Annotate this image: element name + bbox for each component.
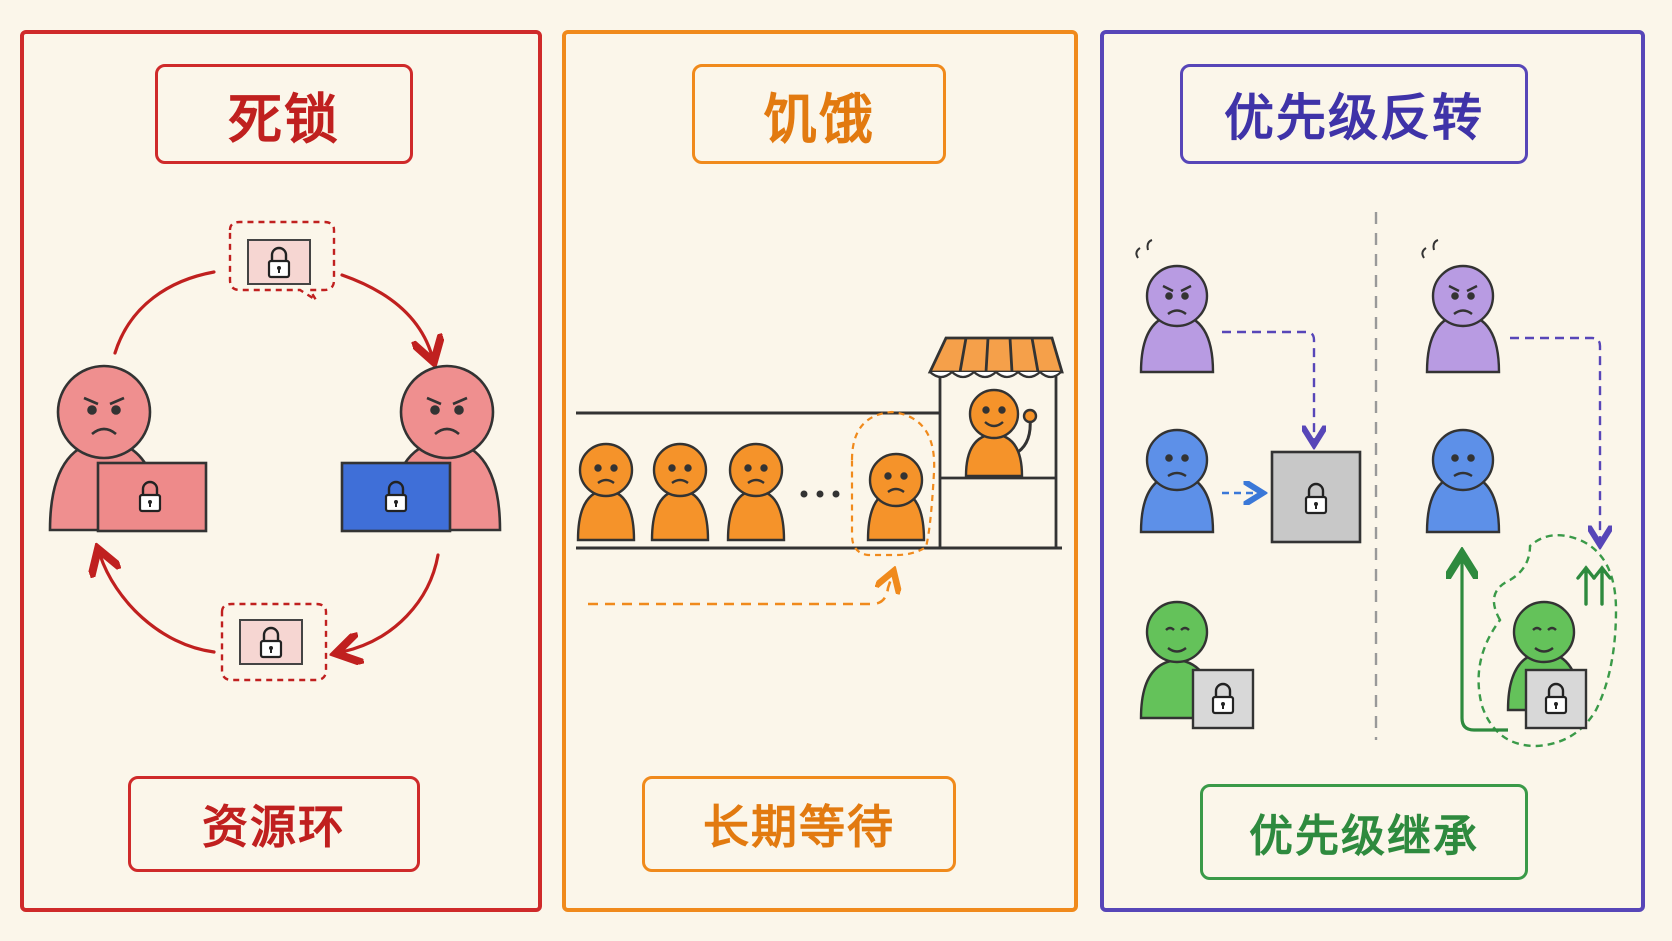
priority-boost-arrow (1462, 560, 1508, 732)
inheritance-aura (1477, 534, 1618, 748)
market-stall-icon (927, 336, 1064, 548)
priority-inversion-title: 优先级反转 (1180, 64, 1528, 164)
priority-inversion-panel (1100, 30, 1645, 912)
wait-for-lock-arrow (1222, 330, 1314, 440)
lock-box-icon (1270, 450, 1362, 544)
wait-for-lock-arrow (1510, 336, 1600, 540)
sad-person-icon (576, 442, 636, 542)
lock-icon (220, 602, 328, 682)
high-priority-person-icon (1421, 239, 1501, 374)
waiting-arrow (588, 576, 892, 606)
laptop-lock-icon (340, 461, 452, 533)
lock-box-icon (1524, 668, 1588, 730)
priority-inheritance-caption: 优先级继承 (1200, 784, 1528, 880)
deadlock-caption: 资源环 (128, 776, 420, 872)
deadlock-title: 死锁 (155, 64, 413, 164)
medium-priority-person-icon (1139, 428, 1215, 534)
lock-icon (228, 220, 336, 302)
cycle-arrow-icon (100, 270, 438, 652)
medium-priority-person-icon (1425, 428, 1501, 534)
sad-person-icon (650, 442, 710, 542)
queue-rails (576, 411, 1062, 550)
happy-vendor-icon (964, 388, 1038, 478)
starving-person-highlight (850, 410, 936, 557)
lock-box-icon (1191, 668, 1255, 730)
deadlock-panel (20, 30, 542, 912)
ellipsis-icon (800, 490, 840, 498)
starvation-title: 饥饿 (692, 64, 946, 164)
starvation-caption: 长期等待 (642, 776, 956, 872)
priority-up-arrows-icon (1576, 565, 1612, 606)
starvation-panel (562, 30, 1078, 912)
sad-person-icon (726, 442, 786, 542)
sad-person-icon (866, 452, 926, 542)
high-priority-person-icon (1135, 239, 1215, 374)
laptop-lock-icon (96, 461, 208, 533)
